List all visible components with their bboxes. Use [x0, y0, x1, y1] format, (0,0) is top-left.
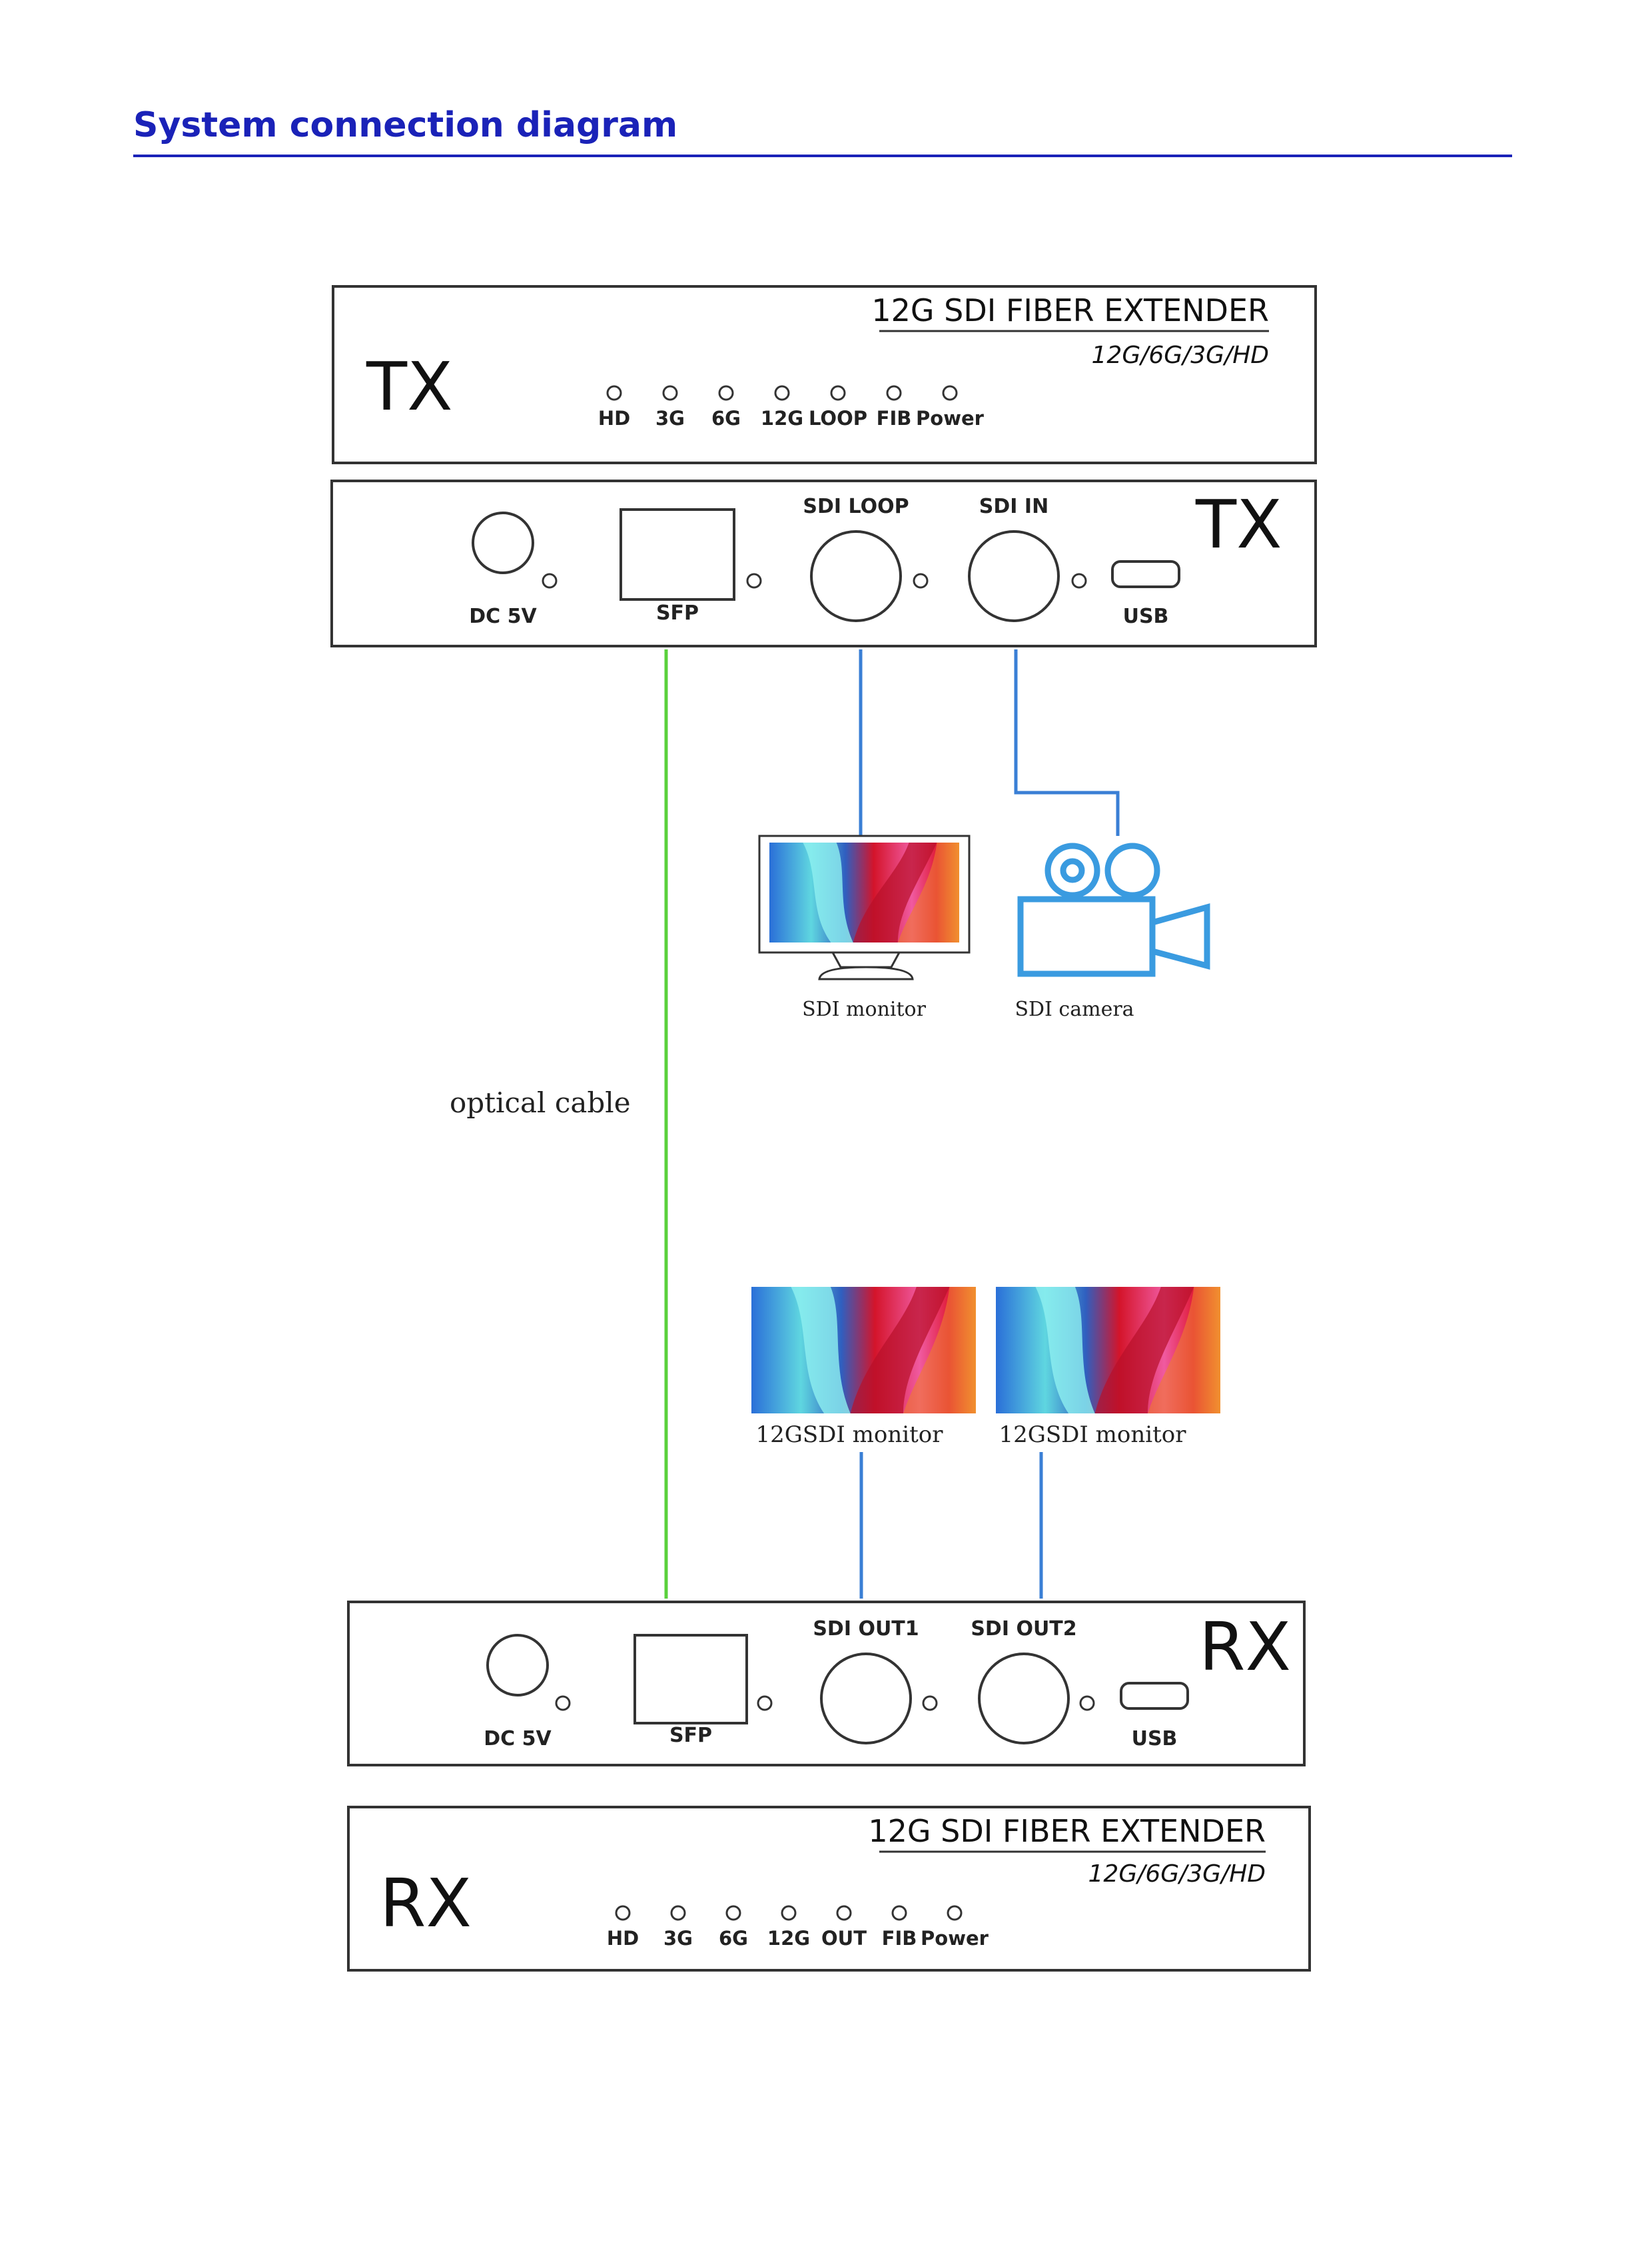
sdi-camera-device: [1017, 843, 1210, 977]
rx-product-name: 12G SDI FIBER EXTENDER: [868, 1813, 1266, 1849]
rx-usb-label: USB: [1132, 1727, 1178, 1750]
rx-led-label-3g: 3G: [663, 1927, 693, 1950]
tx-sdi-in-connector: [968, 530, 1060, 622]
rx-sfp-label: SFP: [669, 1724, 712, 1747]
camera-lens: [1149, 903, 1210, 970]
rx-led-label-6g: 6G: [719, 1927, 748, 1950]
monitor-12g-1-label: 12GSDI monitor: [755, 1421, 943, 1448]
tx-led-label-power: Power: [916, 407, 985, 430]
tx-back-panel: DC 5V SFP SDI LOOP SDI IN USB TX: [330, 480, 1317, 647]
tx-led-label-12g: 12G: [761, 407, 803, 430]
tx-led-label-hd: HD: [598, 407, 630, 430]
tx-back-name: TX: [1195, 486, 1282, 563]
tx-led-power: [942, 385, 958, 401]
rx-sdi-out1-label: SDI OUT1: [813, 1617, 919, 1641]
camera-reel-right: [1104, 843, 1160, 899]
rx-front-panel: RX 12G SDI FIBER EXTENDER 12G/6G/3G/HD H…: [347, 1806, 1311, 1972]
sdi-in-cable: [1014, 649, 1120, 836]
rx-led-label-power: Power: [921, 1927, 989, 1950]
rx-back-panel: DC 5V SFP SDI OUT1 SDI OUT2 USB RX: [347, 1601, 1306, 1766]
rx-dc-led: [555, 1695, 571, 1711]
tx-sdi-loop-led: [913, 573, 929, 589]
tx-front-name: TX: [366, 348, 453, 426]
rx-led-label-12g: 12G: [767, 1927, 810, 1950]
page-heading: System connection diagram: [133, 105, 678, 145]
camera-reel-left-hub: [1060, 858, 1085, 883]
rx-sfp-led: [757, 1695, 773, 1711]
tx-sdi-loop-label: SDI LOOP: [803, 495, 909, 518]
monitor-12g-2-label: 12GSDI monitor: [999, 1421, 1186, 1448]
tx-sdi-loop-connector: [810, 530, 902, 622]
tx-led-loop: [830, 385, 846, 401]
camera-reel-left: [1044, 843, 1100, 899]
rx-led-label-hd: HD: [607, 1927, 639, 1950]
rx-sdi-out1-led: [922, 1695, 938, 1711]
tx-usb-label: USB: [1123, 605, 1169, 628]
monitor-12g-2: 12GSDI monitor: [996, 1287, 1220, 1448]
tx-led-3g: [662, 385, 678, 401]
tx-led-6g: [718, 385, 734, 401]
sdi-monitor-screen: [769, 843, 959, 942]
sdi-monitor-label: SDI monitor: [802, 998, 927, 1021]
monitor-12g-2-screen: [996, 1287, 1220, 1413]
tx-usb-port: [1111, 560, 1180, 588]
tx-led-hd: [606, 385, 622, 401]
sdi-monitor-neck: [831, 952, 901, 968]
rx-usb-port: [1120, 1682, 1189, 1710]
rx-sdi-out2-connector: [978, 1653, 1070, 1744]
tx-led-12g: [774, 385, 790, 401]
tx-product-name: 12G SDI FIBER EXTENDER: [871, 292, 1269, 328]
tx-sdi-in-label: SDI IN: [979, 495, 1048, 518]
rx-led-label-fib: FIB: [882, 1927, 917, 1950]
sdi-monitor-base: [818, 966, 914, 980]
camera-body: [1017, 896, 1156, 977]
tx-sfp-label: SFP: [656, 601, 699, 625]
cables: [664, 649, 1120, 1599]
tx-dc-label: DC 5V: [469, 605, 537, 628]
monitor-12g-1: 12GSDI monitor: [751, 1287, 976, 1448]
rx-sdi-out2-label: SDI OUT2: [971, 1617, 1076, 1641]
monitor-12g-1-screen: [751, 1287, 976, 1413]
sdi-camera-label: SDI camera: [1015, 998, 1134, 1021]
tx-led-label-loop: LOOP: [809, 407, 867, 430]
tx-led-fib: [886, 385, 902, 401]
heading-underline: [133, 155, 1512, 157]
tx-sfp-led: [746, 573, 762, 589]
optical-cable-label: optical cable: [450, 1086, 631, 1119]
tx-led-label-6g: 6G: [711, 407, 741, 430]
rx-dc-jack: [486, 1634, 549, 1696]
rx-led-6g: [725, 1905, 741, 1921]
rx-formats: 12G/6G/3G/HD: [1088, 1860, 1266, 1888]
tx-led-label-3g: 3G: [655, 407, 685, 430]
tx-sfp-port: [620, 508, 735, 601]
rx-dc-label: DC 5V: [484, 1727, 552, 1750]
rx-front-name: RX: [380, 1864, 472, 1942]
rx-sdi-out1-connector: [820, 1653, 912, 1744]
rx-led-hd: [615, 1905, 631, 1921]
rx-led-power: [947, 1905, 963, 1921]
tx-dc-led: [542, 573, 558, 589]
rx-led-out: [836, 1905, 852, 1921]
rx-led-fib: [891, 1905, 907, 1921]
rx-led-12g: [781, 1905, 797, 1921]
tx-dc-jack: [472, 512, 534, 574]
tx-front-panel: TX 12G SDI FIBER EXTENDER 12G/6G/3G/HD H…: [332, 285, 1317, 464]
rx-back-name: RX: [1199, 1608, 1291, 1686]
tx-led-label-fib: FIB: [877, 407, 912, 430]
rx-led-3g: [670, 1905, 686, 1921]
rx-sdi-out2-led: [1079, 1695, 1095, 1711]
rx-sfp-port: [633, 1634, 748, 1724]
rx-led-label-out: OUT: [821, 1927, 867, 1950]
tx-formats: 12G/6G/3G/HD: [1092, 342, 1269, 369]
sdi-monitor-device: SDI monitor: [758, 835, 971, 1021]
tx-sdi-in-led: [1071, 573, 1087, 589]
